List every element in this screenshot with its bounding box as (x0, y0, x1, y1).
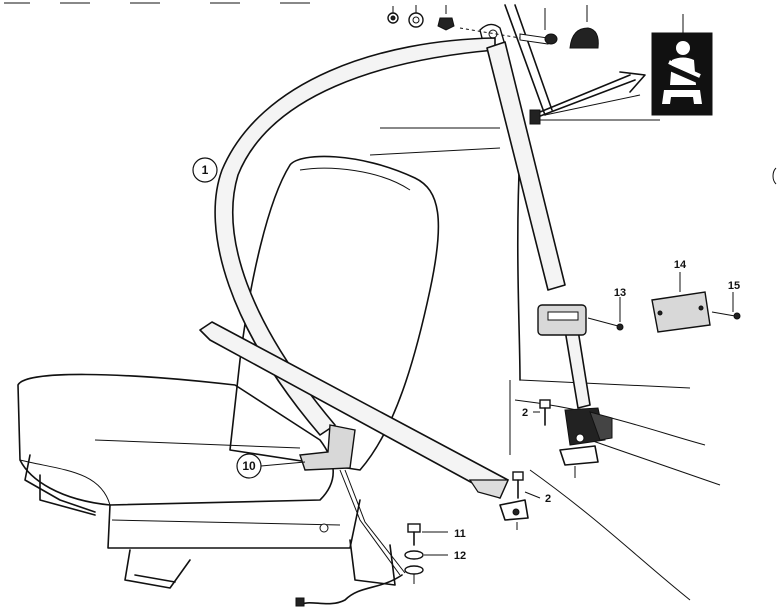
callout-10: 10 (236, 453, 306, 479)
callout-10-label: 10 (242, 459, 256, 473)
seatbelt-person-icon (662, 41, 702, 104)
buckle (295, 424, 406, 607)
callout-2-upper: 2 (522, 407, 528, 419)
bolt-lower-bracket (499, 471, 541, 530)
seat-back (229, 155, 440, 471)
pointer-arrow (529, 71, 646, 125)
seatbelt-warning-sign (651, 14, 713, 116)
lap-shoulder-belt (199, 37, 591, 499)
callout-15: 15 (728, 280, 740, 292)
bolt-upper (533, 399, 551, 426)
callout-13: 13 (614, 287, 626, 299)
callout-1-label: 1 (202, 163, 209, 177)
callout-1: 1 (192, 157, 218, 183)
callout-14: 14 (674, 259, 687, 271)
belt-guide (537, 297, 624, 336)
callout-11: 11 (454, 528, 466, 540)
edge-mark (772, 167, 777, 185)
callout-2-lower: 2 (545, 493, 551, 505)
cover-plate (651, 272, 741, 333)
retractor-assembly (559, 407, 613, 478)
bolt-and-washer (404, 523, 448, 584)
car-body-outline (369, 4, 721, 601)
callout-12: 12 (454, 550, 466, 562)
